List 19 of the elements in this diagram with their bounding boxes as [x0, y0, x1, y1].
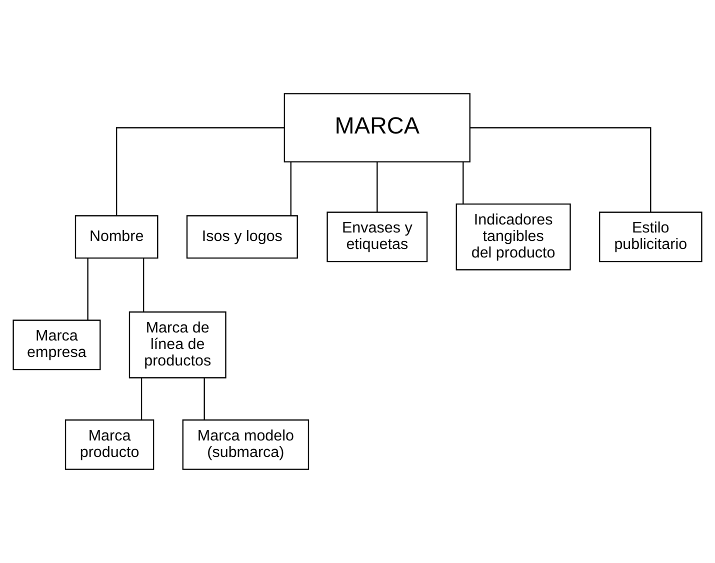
- connector: [140, 378, 142, 420]
- connector: [290, 162, 292, 216]
- connector: [462, 162, 464, 204]
- node-box: Nombre: [74, 215, 158, 259]
- node-box: MARCA: [284, 93, 470, 162]
- node-box: Marca empresa: [12, 320, 101, 370]
- node-box: Marca de línea de productos: [128, 311, 226, 378]
- node-box: Marca producto: [64, 419, 154, 470]
- connector: [116, 127, 284, 216]
- connector: [87, 258, 88, 320]
- connector: [376, 162, 378, 212]
- node-box: Envases y etiquetas: [326, 212, 428, 262]
- connector: [204, 378, 205, 420]
- node-box: Isos y logos: [186, 215, 298, 259]
- connector: [470, 127, 652, 212]
- node-box: Indicadores tangibles del producto: [456, 203, 571, 270]
- connector: [143, 258, 144, 312]
- node-box: Estilo publicitario: [599, 212, 702, 262]
- node-box: Marca modelo (submarca): [182, 419, 310, 470]
